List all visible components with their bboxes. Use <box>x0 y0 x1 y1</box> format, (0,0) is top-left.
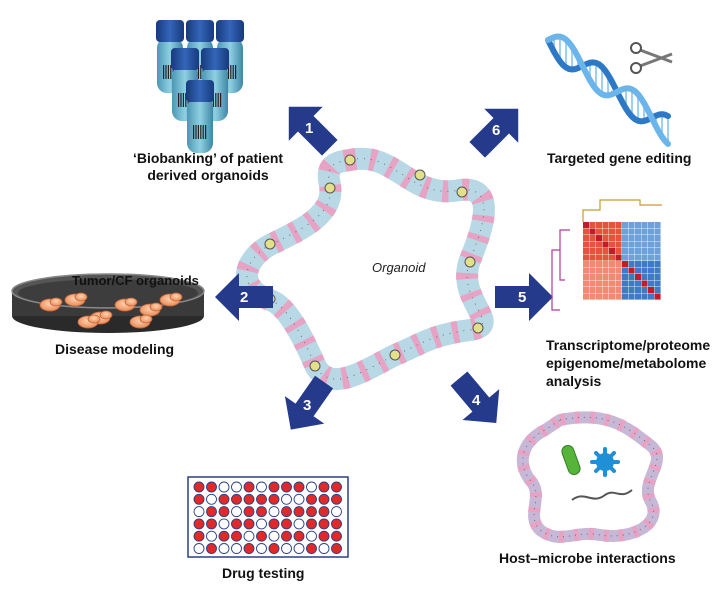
arrow-2 <box>215 273 273 321</box>
item-3-label: Drug testing <box>222 565 305 581</box>
tube <box>186 80 214 153</box>
item-4-label: Host–microbe interactions <box>499 550 676 566</box>
parasite-icon <box>571 489 633 501</box>
item-1-text: ‘Biobanking’ of patient derived organoid… <box>132 150 284 183</box>
organoid-label: Organoid <box>372 260 426 275</box>
item-5-label-2: epigenome/metabolome <box>546 355 707 371</box>
virus-icon <box>590 447 620 477</box>
arrow-4-number: 4 <box>472 392 481 409</box>
arrow-5-number: 5 <box>518 289 526 306</box>
dna-helix-icon <box>545 33 673 147</box>
heatmap-icon <box>551 199 662 311</box>
organoid-diagram <box>236 147 495 391</box>
arrow-5 <box>495 273 553 321</box>
arrows: 1 2 3 4 5 6 <box>215 106 553 430</box>
item-2-label: Disease modeling <box>55 341 175 357</box>
arrow-6-number: 6 <box>492 122 500 139</box>
organoid-special-cells <box>264 154 484 372</box>
organoid-cell-borders <box>246 158 485 380</box>
item-1-label: ‘Biobanking’ of patient derived organoid… <box>108 150 308 184</box>
arrow-4 <box>450 371 500 423</box>
bacterium-icon <box>561 445 581 475</box>
item-5-label-3: analysis <box>546 373 602 389</box>
arrow-6 <box>469 108 519 158</box>
arrow-1 <box>288 106 338 156</box>
arrow-3 <box>284 375 334 430</box>
arrow-2-number: 2 <box>240 289 248 306</box>
item-2-sublabel: Tumor/CF organoids <box>72 273 199 288</box>
well-plate-icon <box>187 476 349 558</box>
item-6-label: Targeted gene editing <box>547 150 692 166</box>
item-5-label-1: Transcriptome/proteome <box>546 337 711 353</box>
petri-dish-icon <box>11 273 205 333</box>
biobank-tubes-icon <box>156 20 244 153</box>
host-microbe-icon <box>516 411 663 543</box>
arrow-1-number: 1 <box>305 120 313 137</box>
arrow-3-number: 3 <box>303 397 311 414</box>
